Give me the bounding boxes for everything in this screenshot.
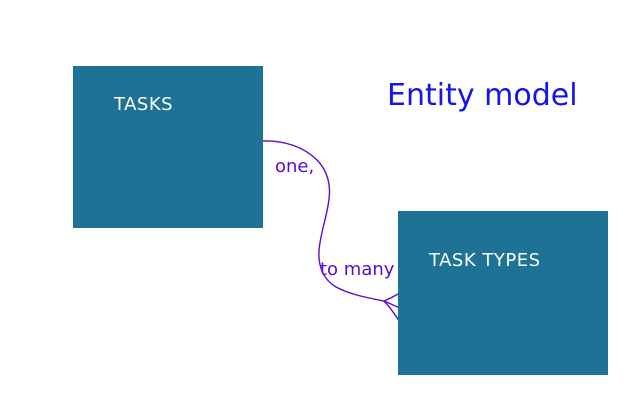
entity-label-tasks: TASKS [114,94,174,115]
cardinality-label-many: to many [320,259,395,280]
entity-box-tasks[interactable]: TASKS [73,66,263,228]
entity-label-task-types: TASK TYPES [429,250,541,271]
entity-box-task-types[interactable]: TASK TYPES [398,211,608,375]
diagram-title: Entity model [387,78,578,113]
relationship-line[interactable] [261,140,385,302]
cardinality-label-one: one, [275,156,315,177]
crow-foot-prong-top [383,293,399,302]
crow-foot-prong-middle [383,300,401,309]
